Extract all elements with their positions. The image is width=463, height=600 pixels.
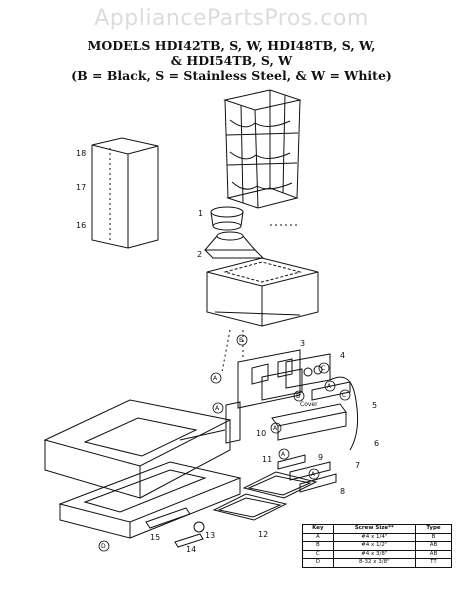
table-cell: #4 x 1/2": [332, 541, 416, 551]
screw-ref-a-4: A: [311, 471, 316, 478]
table-cell: AB: [414, 549, 453, 559]
hood-body-part: [43, 399, 232, 499]
part-label-10: 10: [256, 429, 266, 438]
screw-callouts: [98, 334, 351, 552]
part-label-12: 12: [258, 530, 268, 539]
table-row: D 8-32 x 3/8" TT: [302, 558, 453, 568]
switch-bracket-part: [271, 403, 347, 441]
part-label-6: 6: [374, 439, 379, 448]
part-label-17: 17: [76, 183, 86, 192]
models-title-line-1: MODELS HDI42TB, S, W, HDI48TB, S, W,: [87, 38, 376, 53]
part-label-13: 13: [205, 531, 215, 540]
part-label-2: 2: [197, 250, 202, 259]
screw-ref-a-2: A: [215, 405, 220, 412]
table-cell: #4 x 1/4": [332, 532, 416, 542]
part-label-4: 4: [340, 351, 345, 360]
screw-ref-a-6: A: [327, 383, 332, 390]
table-header-screw-size: Screw Size**: [332, 524, 416, 534]
table-row: C #4 x 3/8" AB: [302, 549, 453, 559]
screw-ref-d-1: D: [101, 543, 106, 550]
screw-ref-a-3: A: [281, 451, 286, 458]
table-cell: C: [302, 549, 334, 559]
part-label-15: 15: [150, 533, 160, 542]
grease-filter-part: [212, 471, 318, 521]
part-label-5: 5: [372, 401, 377, 410]
blower-motor-part: [210, 206, 244, 231]
control-bracket-part: [225, 349, 331, 444]
part-label-18: 18: [76, 149, 86, 158]
table-cell: B: [302, 541, 334, 551]
screw-ref-b-1: B: [239, 337, 243, 344]
bottom-pan-part: [58, 461, 242, 539]
screw-ref-a-5: A: [273, 425, 278, 432]
part-label-9: 9: [318, 453, 323, 462]
part-label-16: 16: [76, 221, 86, 230]
support-frame-part: [223, 89, 302, 209]
screw-ref-b-2: B: [296, 393, 300, 400]
models-title-line-2: & HDI54TB, S, W: [170, 53, 293, 68]
part-label-14: 14: [186, 545, 196, 554]
table-header-key: Key: [302, 524, 334, 534]
table-cell: A: [302, 532, 334, 542]
part-number-labels: 18 17 16 1 2 3 4 5 6 7 8 9 10 11 12 13 1…: [76, 149, 379, 554]
table-cell: AB: [414, 541, 453, 551]
watermark: AppliancePartsPros.com: [94, 6, 369, 31]
duct-cover-part: [91, 137, 159, 249]
wiring-harness-part: [311, 376, 359, 451]
transition-mount-part: [203, 231, 265, 259]
cover-label: Cover: [300, 401, 318, 408]
table-cell: D: [302, 558, 334, 568]
table-cell: 8-32 x 3/8": [332, 558, 416, 568]
screw-size-table: Key Screw Size** Type A #4 x 1/4" B B #4…: [302, 524, 453, 568]
table-row: A #4 x 1/4" B: [302, 532, 453, 542]
light-socket-parts: [277, 454, 337, 493]
screw-ref-a-1: A: [213, 375, 218, 382]
part-label-8: 8: [340, 487, 345, 496]
screw-ref-c-1: C: [342, 392, 346, 399]
table-header-type: Type: [414, 524, 453, 534]
part-label-3: 3: [300, 339, 305, 348]
table-cell: TT: [414, 558, 453, 568]
screw-callout-letters: A A A A A A B B C C D: [101, 337, 346, 550]
table-row: B #4 x 1/2" AB: [302, 541, 453, 551]
small-parts: [145, 507, 205, 548]
part-label-7: 7: [355, 461, 360, 470]
table-cell: #4 x 3/8": [332, 549, 416, 559]
screw-ref-c-2: C: [321, 365, 325, 372]
plenum-box-part: [206, 257, 319, 327]
part-label-1: 1: [198, 209, 203, 218]
color-legend-line: (B = Black, S = Stainless Steel, & W = W…: [71, 68, 392, 83]
part-label-11: 11: [262, 455, 272, 464]
table-cell: B: [414, 532, 453, 542]
